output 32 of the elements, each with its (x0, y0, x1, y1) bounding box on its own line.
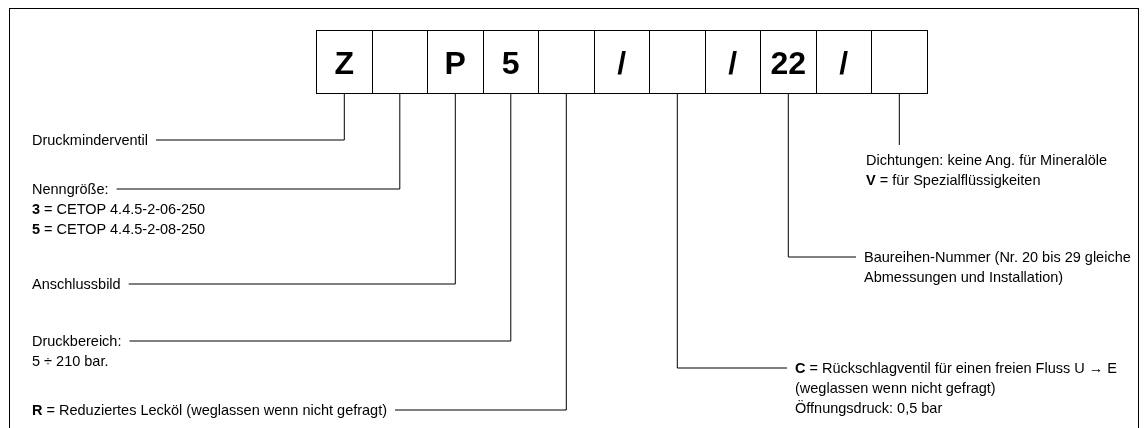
leader-line (394, 93, 567, 411)
description-text: 5 = CETOP 4.4.5-2-08-250 (32, 220, 206, 239)
description-text: V = für Spezialflüssigkeiten (866, 171, 1041, 190)
leader-line (129, 93, 512, 342)
description-text: Öffnungsdruck: 0,5 bar (795, 399, 943, 418)
description-heading: C = Rückschlagventil für einen freien Fluss U → E (weglassen wenn nicht gefragt) (795, 359, 1118, 398)
description-heading: Nenngröße: (32, 180, 109, 199)
leader-line (116, 93, 401, 190)
leader-line (128, 93, 456, 285)
code-box: 22 (760, 30, 817, 94)
code-box (649, 30, 706, 94)
leader-line (898, 93, 900, 146)
code-box: / (593, 30, 650, 94)
code-box (871, 30, 928, 94)
code-box: / (815, 30, 872, 94)
description-text: 5 ÷ 210 bar. (32, 352, 109, 371)
code-box: P (427, 30, 484, 94)
code-box: 5 (482, 30, 539, 94)
leader-line (787, 93, 857, 258)
description-text: Druckminderventil (32, 130, 149, 150)
code-box (371, 30, 428, 94)
code-box (538, 30, 595, 94)
description-heading: Druckbereich: (32, 332, 122, 351)
code-box: Z (316, 30, 373, 94)
description-text: R = Reduziertes Lecköl (weglassen wenn nicht gefragt) (32, 400, 388, 420)
description-text: Baureihen-Nummer (Nr. 20 bis 29 gleiche Abmessungen und Installation) (864, 247, 1136, 287)
description-heading: Dichtungen: keine Ang. für Mineralöle (866, 151, 1107, 170)
leader-line (155, 93, 345, 141)
description-text: Anschlussbild (32, 274, 121, 294)
description-text: 3 = CETOP 4.4.5-2-06-250 (32, 200, 206, 219)
leader-line (676, 93, 788, 369)
code-box: / (704, 30, 761, 94)
